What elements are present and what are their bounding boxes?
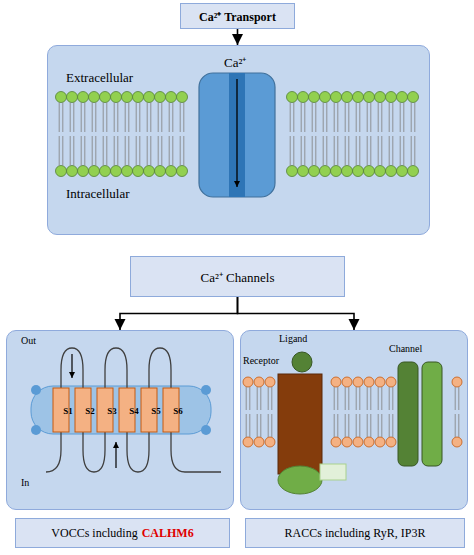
box-label: CALHM6 (142, 526, 194, 541)
part-label: Out (21, 335, 36, 346)
box-label: Ca²⁺ Transport (199, 8, 276, 25)
part-label: Channel (389, 343, 422, 354)
racc-panel: ReceptorLigandChannel (240, 330, 468, 510)
part-label: Ligand (279, 333, 307, 344)
part-label: S2 (85, 406, 95, 416)
part-label: S6 (173, 406, 183, 416)
caption-box: RACCs including RyR, IP3R (245, 518, 465, 548)
connector-arrow (120, 297, 238, 330)
box-label: Ca²⁺ Channels (201, 268, 275, 286)
part-label: S4 (129, 406, 139, 416)
part-label: S5 (151, 406, 161, 416)
membrane-panel: Ca²⁺ ExtracellularIntracellular (47, 45, 430, 235)
box-label: RACCs including RyR, IP3R (285, 526, 426, 541)
caption-box: VOCCs including CALHM6 (15, 518, 230, 548)
vocc-panel: OutS1 S2 S3 S4 S5 S6In (6, 330, 234, 510)
part-label: Intracellular (66, 186, 130, 202)
part-label: S3 (107, 406, 117, 416)
part-label: Extracellular (66, 70, 133, 86)
part-label: S1 (63, 406, 73, 416)
title-box: Ca²⁺ Transport (180, 3, 295, 29)
box-label: VOCCs including (51, 526, 137, 541)
connector-arrow (237, 29, 239, 45)
connector-arrow (238, 297, 355, 330)
part-label: Ca²⁺ (224, 53, 246, 71)
part-label: Receptor (243, 355, 279, 366)
category-box: Ca²⁺ Channels (130, 256, 345, 297)
part-label: In (21, 477, 29, 488)
